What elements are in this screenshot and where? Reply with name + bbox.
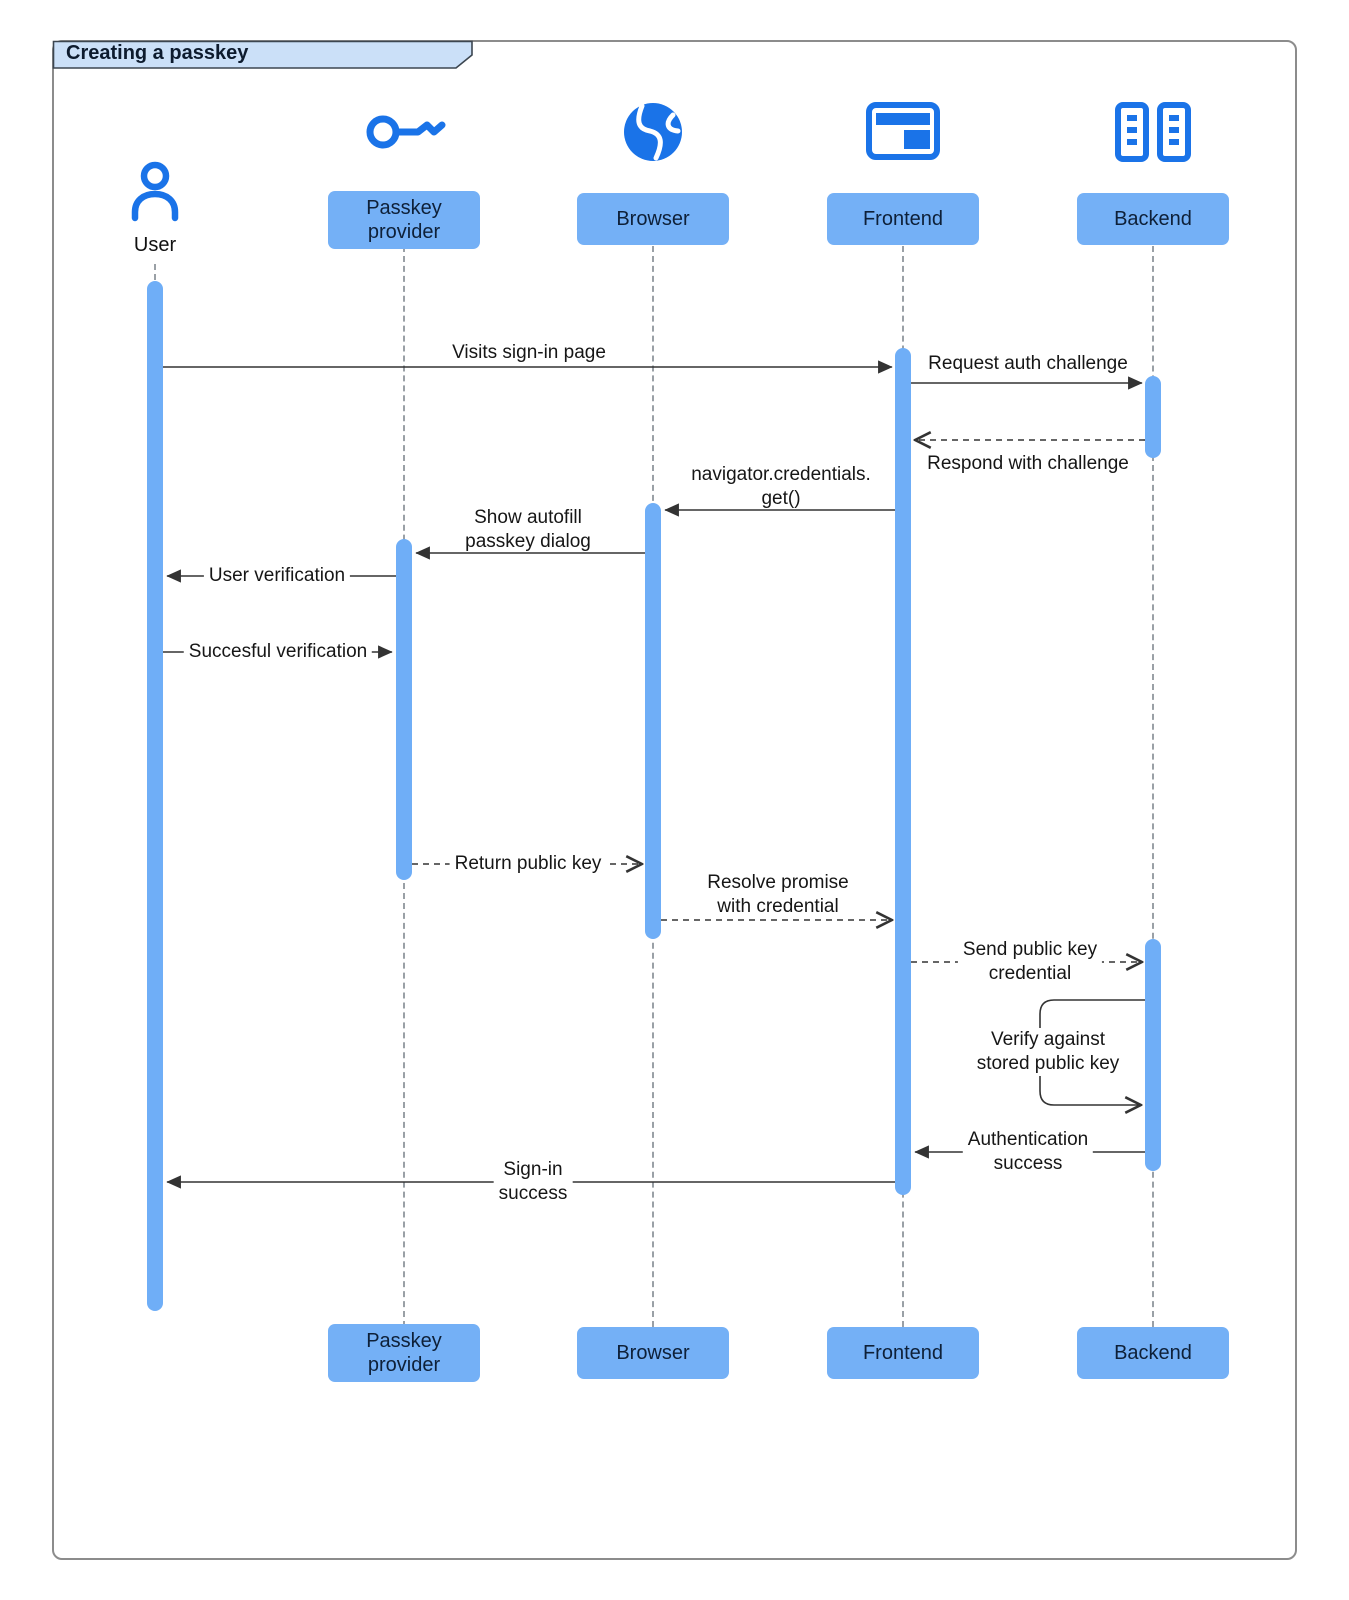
actor-backend-bottom-box: Backend xyxy=(1077,1327,1229,1379)
activation-backend-2 xyxy=(1145,939,1161,1171)
actor-passkey-top-box: Passkey provider xyxy=(328,191,480,249)
frontend-window-icon xyxy=(866,102,940,165)
message-label-successful-verification: Succesful verification xyxy=(183,640,373,664)
passkey-provider-icon xyxy=(362,106,446,163)
activation-frontend xyxy=(895,348,911,1195)
message-label-show-autofill: Show autofill passkey dialog xyxy=(465,507,591,552)
actor-user-label: User xyxy=(133,234,177,256)
message-label-resolve-promise: Resolve promise with credential xyxy=(707,872,849,917)
message-label-visits: Visits sign-in page xyxy=(452,342,606,363)
diagram-title: Creating a passkey xyxy=(66,42,249,64)
actor-browser-bottom-box: Browser xyxy=(577,1327,729,1379)
activation-backend-1 xyxy=(1145,376,1161,458)
message-label-auth-success: Authentication success xyxy=(962,1128,1094,1176)
actor-frontend-bottom-box: Frontend xyxy=(827,1327,979,1379)
message-label-return-public-key: Return public key xyxy=(449,852,607,876)
actor-frontend-top-box: Frontend xyxy=(827,193,979,245)
actor-backend-top-box: Backend xyxy=(1077,193,1229,245)
activation-passkey xyxy=(396,539,412,880)
activation-user xyxy=(147,281,163,1311)
browser-globe-icon xyxy=(621,100,685,169)
message-label-send-public-key: Send public key credential xyxy=(957,938,1103,986)
message-label-verify-stored: Verify against stored public key xyxy=(971,1028,1125,1076)
actor-browser-top-box: Browser xyxy=(577,193,729,245)
message-label-signin-success: Sign-in success xyxy=(493,1158,573,1206)
message-label-request-challenge: Request auth challenge xyxy=(928,353,1128,374)
message-label-user-verification: User verification xyxy=(203,564,351,588)
diagram-frame xyxy=(52,40,1297,1560)
message-label-navigator-get: navigator.credentials. get() xyxy=(691,464,871,509)
message-label-respond-challenge: Respond with challenge xyxy=(927,453,1129,474)
user-icon xyxy=(126,160,184,231)
lifeline-backend xyxy=(1152,246,1154,1327)
activation-browser xyxy=(645,503,661,939)
backend-server-icon xyxy=(1114,102,1192,167)
diagram-title-tab xyxy=(52,40,473,69)
actor-passkey-bottom-box: Passkey provider xyxy=(328,1324,480,1382)
